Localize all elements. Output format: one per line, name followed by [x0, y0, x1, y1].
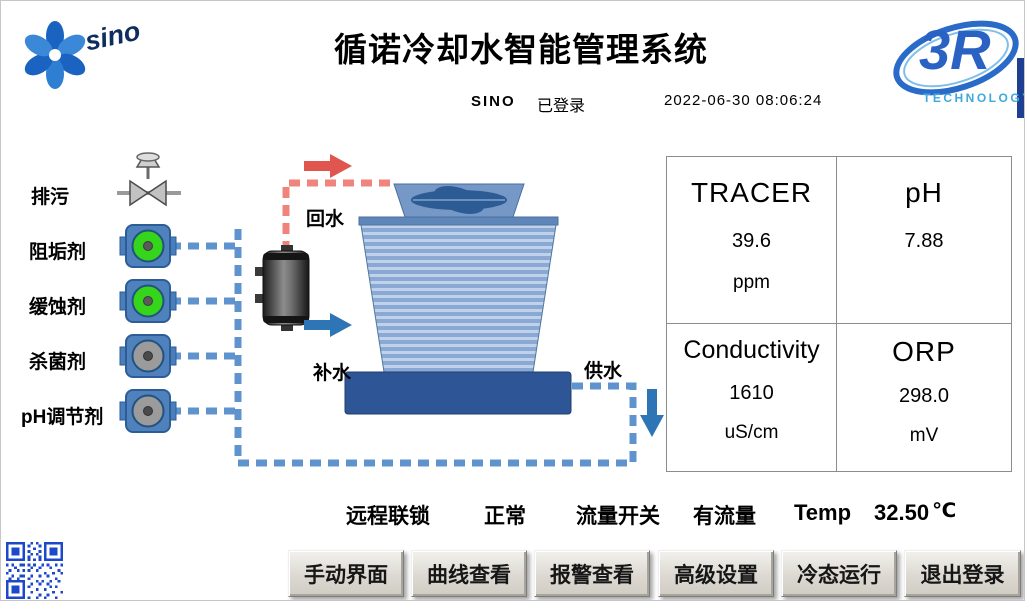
- 3r-logo-subtitle: TECHNOLOGY: [923, 91, 1025, 105]
- ph-value: 7.88: [904, 230, 944, 252]
- flow-switch-label: 流量开关: [576, 505, 660, 528]
- 3r-logo-text: 3R: [919, 18, 991, 81]
- return-water-pipe: [282, 179, 392, 252]
- pump-ph-adjuster[interactable]: [119, 389, 177, 433]
- temp-unit: ℃: [932, 500, 957, 522]
- alarm-view-button[interactable]: 报警查看: [534, 550, 650, 597]
- label-corrosion-inhibitor: 缓蚀剂: [29, 297, 87, 318]
- return-flow-arrow-icon: [304, 154, 352, 178]
- tower-fan-icon: [411, 186, 507, 214]
- supply-flow-arrow-icon: [640, 389, 664, 437]
- pump-corrosion-inhibitor[interactable]: [119, 279, 177, 323]
- orp-value: 298.0: [898, 385, 950, 407]
- label-ph-adjuster: pH调节剂: [21, 407, 104, 428]
- tower-deck: [358, 216, 559, 226]
- blowdown-valve[interactable]: [129, 152, 167, 207]
- tracer-value: 39.6: [732, 230, 771, 252]
- tracer-cell: TRACER 39.6 ppm: [667, 157, 836, 322]
- panel-horizontal-divider: [666, 323, 1012, 324]
- ph-label: pH: [905, 177, 943, 208]
- cooling-tower: [344, 183, 572, 415]
- measurements-panel: [666, 156, 1012, 472]
- manual-screen-button[interactable]: 手动界面: [288, 550, 404, 597]
- remote-interlock-value: 正常: [484, 505, 526, 528]
- label-makeup-water: 补水: [313, 363, 352, 384]
- orp-unit: mV: [909, 425, 939, 446]
- label-supply-water: 供水: [584, 361, 623, 382]
- page-title: 循诺冷却水智能管理系统: [334, 31, 708, 68]
- conductivity-cell: Conductivity 1610 uS/cm: [667, 324, 836, 471]
- panel-vertical-divider: [836, 156, 837, 472]
- tracer-unit: ppm: [733, 272, 770, 293]
- heat-exchanger: [255, 245, 310, 331]
- advanced-settings-button[interactable]: 高级设置: [658, 550, 774, 597]
- label-biocide: 杀菌剂: [29, 352, 87, 373]
- tracer-label: TRACER: [690, 177, 813, 208]
- conductivity-unit: uS/cm: [724, 422, 779, 443]
- datetime: 2022-06-30 08:06:24: [664, 92, 823, 109]
- 3r-logo-swoosh-icon: [893, 20, 1024, 118]
- ph-cell: pH 7.88: [837, 157, 1011, 322]
- sino-logo-icon: [24, 21, 86, 89]
- qr-code: [6, 542, 63, 599]
- makeup-flow-arrow-icon: [304, 313, 352, 337]
- label-blowdown: 排污: [31, 187, 70, 208]
- temp-value: 32.50: [874, 500, 930, 525]
- label-scale-inhibitor: 阻垢剂: [29, 242, 87, 263]
- cold-run-button[interactable]: 冷态运行: [781, 550, 897, 597]
- temp-label: Temp: [794, 500, 852, 525]
- orp-cell: ORP 298.0 mV: [837, 324, 1011, 471]
- tower-basin: [344, 371, 572, 415]
- logged-in-user: SINO: [471, 93, 516, 110]
- logout-button[interactable]: 退出登录: [904, 550, 1021, 597]
- pump-biocide[interactable]: [119, 334, 177, 378]
- pump-scale-inhibitor[interactable]: [119, 224, 177, 268]
- remote-interlock-label: 远程联锁: [346, 505, 430, 528]
- curve-view-button[interactable]: 曲线查看: [411, 550, 527, 597]
- conductivity-value: 1610: [729, 382, 774, 404]
- login-status: 已登录: [537, 98, 586, 115]
- label-return-water: 回水: [306, 209, 345, 230]
- orp-label: ORP: [892, 336, 956, 367]
- flow-switch-value: 有流量: [693, 505, 756, 528]
- conductivity-label: Conductivity: [683, 336, 820, 364]
- tower-body: [360, 224, 557, 373]
